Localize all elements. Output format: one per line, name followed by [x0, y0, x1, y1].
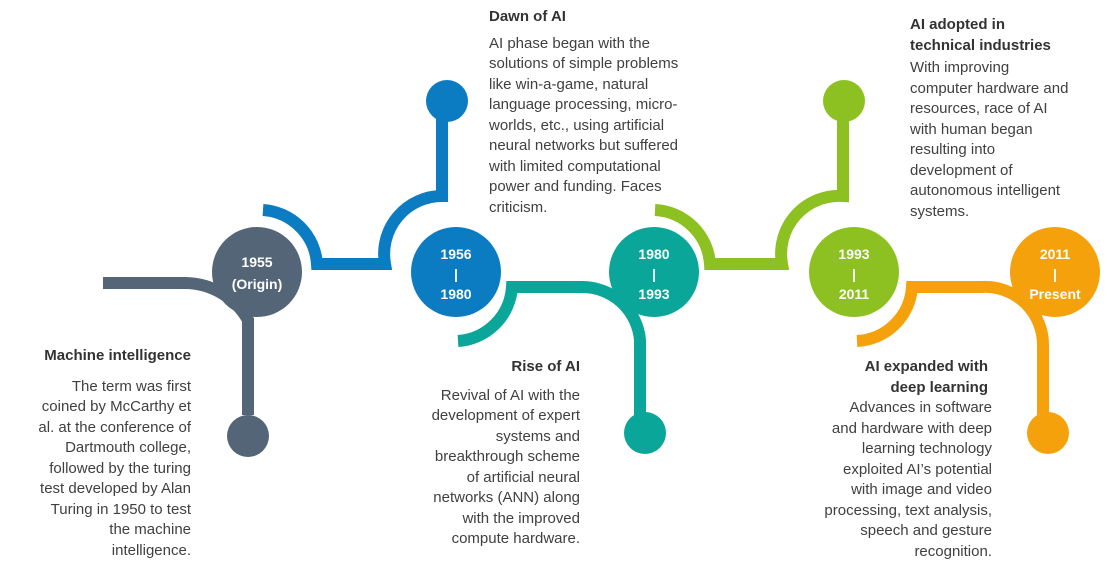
stage-body-adopted: With improving computer hardware and res… [910, 59, 1069, 220]
end-dot-adopted [823, 80, 865, 122]
stage-body-rise: Revival of AI with the development of ex… [431, 386, 580, 548]
stage-text-dawn: Dawn of AI AI phase began with the solut… [489, 7, 729, 218]
stage-title-adopted: AI adopted in technical industries [910, 16, 1051, 54]
stage-title-origin: Machine intelligence [44, 347, 191, 364]
stage-title-deep: AI expanded with deep learning [864, 358, 988, 396]
connector-rise-to-adopted [654, 112, 849, 270]
stage-text-deep: AI expanded with deep learning Advances … [788, 357, 992, 562]
period-origin-line1: 1955 [241, 254, 272, 270]
end-dot-deep [1027, 412, 1069, 454]
stage-text-rise: Rise of AI Revival of AI with the develo… [398, 357, 580, 550]
stage-body-origin: The term was first coined by McCarthy et… [38, 377, 191, 559]
connector-origin-to-dawn [262, 112, 448, 270]
period-adopted-end: 2011 [839, 286, 870, 302]
connector-dawn-to-rise [457, 280, 646, 420]
stage-circle-origin [212, 227, 302, 317]
stage-text-adopted: AI adopted in technical industries With … [910, 15, 1100, 222]
period-rise-end: 1993 [638, 286, 669, 302]
stage-circle-rise [609, 227, 699, 317]
stage-title-dawn: Dawn of AI [489, 8, 566, 25]
period-rise-start: 1980 [638, 246, 669, 262]
period-dawn-sep: | [454, 266, 458, 282]
period-dawn-start: 1956 [440, 246, 471, 262]
period-adopted-start: 1993 [838, 246, 869, 262]
period-deep-sep: | [1053, 266, 1057, 282]
stage-title-rise: Rise of AI [511, 358, 580, 375]
period-origin-line2: (Origin) [232, 276, 283, 292]
period-rise-sep: | [652, 266, 656, 282]
period-deep-start: 2011 [1040, 246, 1071, 262]
stage-circle-dawn [411, 227, 501, 317]
end-dot-origin [227, 415, 269, 457]
stage-text-origin: Machine intelligence The term was first … [18, 346, 191, 561]
end-dot-dawn [426, 80, 468, 122]
stage-circle-adopted [809, 227, 899, 317]
end-dot-rise [624, 412, 666, 454]
period-dawn-end: 1980 [440, 286, 471, 302]
stage-body-deep: Advances in software and hardware with d… [824, 399, 992, 560]
stage-circle-deep [1010, 227, 1100, 317]
stage-body-dawn: AI phase began with the solutions of sim… [489, 34, 679, 216]
period-deep-end: Present [1029, 286, 1081, 302]
period-adopted-sep: | [852, 266, 856, 282]
connector-adopted-to-deep [856, 280, 1050, 415]
